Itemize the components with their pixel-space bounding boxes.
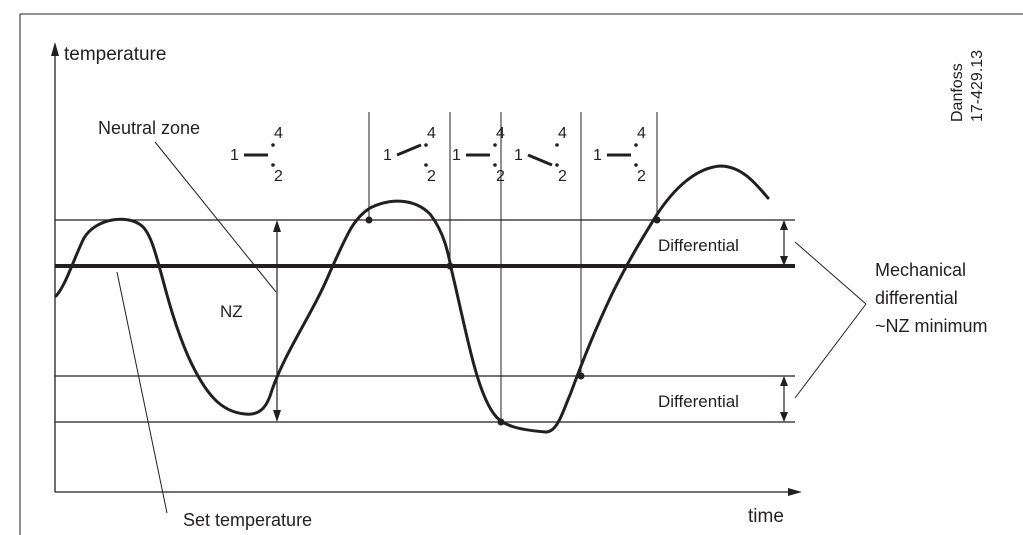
temperature-curve xyxy=(54,164,770,434)
y-axis-label: temperature xyxy=(64,44,166,65)
terminal-4-dot xyxy=(634,143,638,147)
diff-upper-arrow-down-icon xyxy=(780,256,788,266)
neutral-zone-label: Neutral zone xyxy=(98,118,200,138)
mechanical-leader-lower xyxy=(794,303,867,399)
terminal-4-dot xyxy=(271,143,275,147)
terminal-4-dot xyxy=(555,143,559,147)
diff-upper-arrow-up-icon xyxy=(780,220,788,230)
terminal-4-label: 4 xyxy=(274,125,283,142)
terminal-1-label: 1 xyxy=(383,147,392,164)
brand-code: 17-429.13 xyxy=(969,50,986,122)
set-temperature-leader xyxy=(116,271,168,514)
terminal-4-label: 4 xyxy=(427,125,436,142)
switch-symbol-to-4: 1 4 2 xyxy=(383,125,436,185)
diff-lower-arrow-up-icon xyxy=(780,376,788,386)
x-axis-arrow-icon xyxy=(788,488,802,496)
switch-symbol-to-2: 1 4 2 xyxy=(514,125,567,185)
terminal-1-label: 1 xyxy=(514,147,523,164)
differential-upper-label: Differential xyxy=(658,236,739,255)
terminal-2-label: 2 xyxy=(558,168,567,185)
terminal-4-dot xyxy=(424,143,428,147)
terminal-2-label: 2 xyxy=(496,168,505,185)
terminal-4-label: 4 xyxy=(637,125,646,142)
contact-arm xyxy=(527,153,553,167)
switch-point xyxy=(365,216,373,224)
terminal-2-label: 2 xyxy=(427,168,436,185)
mechanical-label-line2: differential xyxy=(875,288,958,308)
diff-lower-arrow-down-icon xyxy=(780,412,788,422)
neutral-zone-leader xyxy=(154,141,277,293)
set-temperature-label: Set temperature xyxy=(183,510,312,530)
nz-arrow-down-icon xyxy=(273,410,281,422)
x-axis-label: time xyxy=(748,506,784,527)
differential-lower-label: Differential xyxy=(658,392,739,411)
nz-label: NZ xyxy=(220,302,243,321)
terminal-2-dot xyxy=(424,163,428,167)
switch-point xyxy=(577,372,585,380)
mechanical-label-line3: ~NZ minimum xyxy=(875,316,988,336)
terminal-1-label: 1 xyxy=(230,147,239,164)
switch-symbol-neutral: 1 4 2 xyxy=(452,125,505,185)
terminal-2-label: 2 xyxy=(274,168,283,185)
terminal-4-label: 4 xyxy=(558,125,567,142)
mechanical-leader-upper xyxy=(794,241,867,305)
switch-symbol-neutral: 1 4 2 xyxy=(230,125,283,185)
switch-symbol-neutral: 1 4 2 xyxy=(593,125,646,185)
switch-point xyxy=(653,216,661,224)
terminal-1-label: 1 xyxy=(452,147,461,164)
terminal-2-dot xyxy=(555,163,559,167)
terminal-2-dot xyxy=(493,163,497,167)
terminal-1-label: 1 xyxy=(593,147,602,164)
terminal-2-dot xyxy=(271,163,275,167)
switch-point xyxy=(497,418,505,426)
terminal-2-label: 2 xyxy=(637,168,646,185)
terminal-2-dot xyxy=(634,163,638,167)
nz-arrow-up-icon xyxy=(273,220,281,232)
terminal-4-label: 4 xyxy=(496,125,505,142)
mechanical-label-line1: Mechanical xyxy=(875,260,966,280)
contact-arm xyxy=(396,143,422,157)
switch-point xyxy=(446,262,454,270)
y-axis-arrow-icon xyxy=(51,42,59,56)
brand-name: Danfoss xyxy=(949,63,966,122)
terminal-4-dot xyxy=(493,143,497,147)
